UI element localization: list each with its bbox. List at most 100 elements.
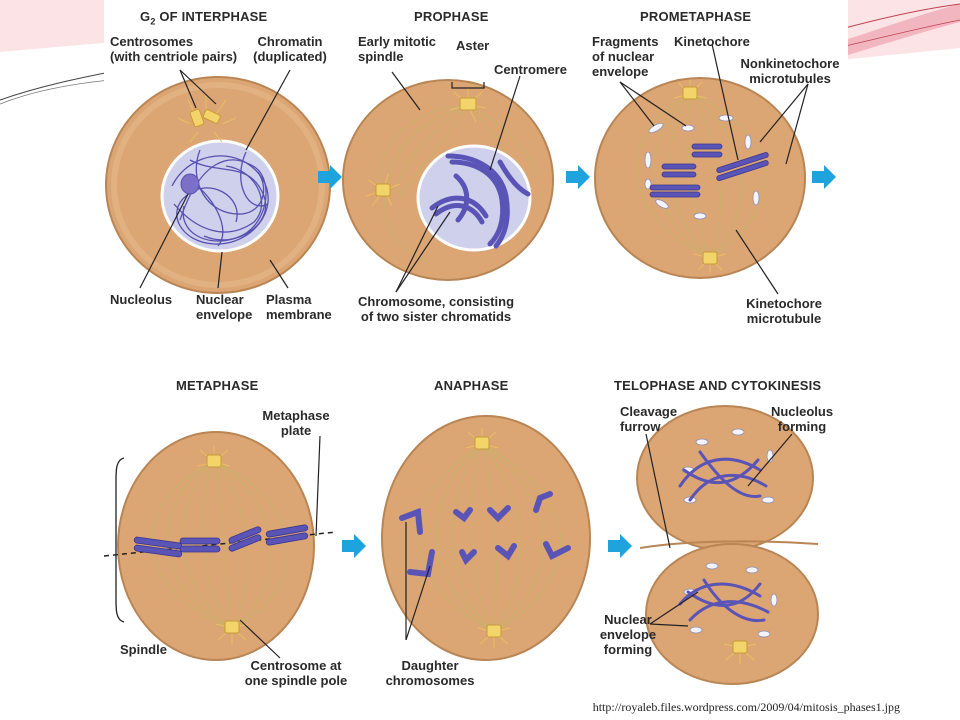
g2-title-rest: OF INTERPHASE: [155, 9, 268, 24]
label-line: forming: [777, 419, 827, 434]
leader-lines: [139, 43, 809, 659]
g2-title-subscript: 2: [150, 16, 156, 27]
prophase-aster-top: [449, 88, 487, 123]
telophase-centrosomes: [723, 640, 757, 664]
label-line: furrow: [620, 419, 661, 434]
anaphase-spindle: [418, 443, 562, 633]
prometaphase-spindle: [636, 93, 765, 259]
prophase-title: PROPHASE: [414, 9, 489, 24]
label-line: Centrosome at: [250, 658, 342, 673]
label-line: Early mitotic: [358, 34, 437, 49]
label-line: microtubule: [746, 311, 822, 326]
telophase-chromatin: [678, 450, 770, 623]
label-line: envelope: [599, 627, 657, 642]
g2-nucleus: [160, 139, 280, 253]
prometaphase-cell: [594, 77, 806, 279]
label-line: Kinetochore: [674, 34, 750, 49]
prophase-nucleus: [416, 144, 532, 252]
label-line: membrane: [266, 307, 332, 322]
label-kinetochore: Kinetochore: [674, 34, 750, 49]
anaphase-centrosomes: [465, 428, 511, 648]
label-line: Cleavage: [620, 404, 678, 419]
label-line: (with centriole pairs): [110, 49, 238, 64]
label-line: envelope: [592, 64, 649, 79]
label-aster: Aster: [456, 38, 489, 53]
anaphase-cell: [381, 415, 591, 661]
label-kinetochore-microtubule: Kinetochore microtubule: [736, 296, 832, 326]
label-nucleolus-forming: Nucleolus forming: [762, 404, 842, 434]
metaphase-title: METAPHASE: [176, 378, 259, 393]
label-centrosome-pole: Centrosome at one spindle pole: [238, 658, 354, 688]
label-early-spindle: Early mitotic spindle: [358, 34, 436, 64]
arrow-icon: [812, 165, 836, 189]
label-line: Plasma: [266, 292, 312, 307]
phase-arrows: [318, 165, 836, 558]
metaphase-chromosomes: [133, 524, 309, 558]
telophase-title: TELOPHASE AND CYTOKINESIS: [614, 378, 822, 393]
arrow-icon: [608, 534, 632, 558]
label-plasma-membrane: Plasma membrane: [266, 292, 332, 322]
label-nucleolus: Nucleolus: [110, 292, 172, 307]
label-line: plate: [280, 423, 312, 438]
anaphase-title: ANAPHASE: [434, 378, 509, 393]
label-line: envelope: [196, 307, 253, 322]
label-line: Spindle: [120, 642, 167, 657]
label-cleavage-furrow: Cleavage furrow: [620, 404, 677, 434]
label-line: (duplicated): [253, 49, 327, 64]
label-line: Aster: [456, 38, 490, 53]
label-line: Chromosome, consisting: [357, 294, 515, 309]
label-centrosomes: Centrosomes (with centriole pairs): [110, 34, 237, 64]
label-centromere: Centromere: [494, 62, 567, 77]
label-chromosome: Chromosome, consisting of two sister chr…: [346, 294, 526, 324]
label-nonkinetochore: Nonkinetochore microtubules: [736, 56, 844, 86]
aster-bracket: [451, 82, 485, 89]
label-line: Centrosomes: [110, 34, 194, 49]
label-nuclear-envelope: Nuclear envelope: [196, 292, 252, 322]
prophase-aster-left: [365, 173, 401, 207]
label-line: microtubules: [749, 71, 831, 86]
prometaphase-centrosomes: [673, 80, 727, 272]
label-line: Kinetochore: [746, 296, 822, 311]
label-line: Nonkinetochore: [740, 56, 840, 71]
label-line: spindle: [358, 49, 404, 64]
label-line: Fragments: [592, 34, 659, 49]
label-metaphase-plate: Metaphase plate: [256, 408, 336, 438]
prometaphase-chromosomes: [649, 143, 769, 198]
g2-centrosomes: [177, 96, 237, 143]
arrow-icon: [342, 534, 366, 558]
label-nuclear-envelope-forming: Nuclear envelope forming: [590, 612, 666, 657]
prometaphase-title: PROMETAPHASE: [640, 9, 752, 24]
label-line: Nucleolus: [110, 292, 173, 307]
label-fragments: Fragments of nuclear envelope: [592, 34, 658, 79]
g2-title-main: G: [140, 9, 151, 24]
label-line: Centromere: [494, 62, 567, 77]
label-line: of nuclear: [592, 49, 655, 64]
arrow-icon: [566, 165, 590, 189]
label-line: Nuclear: [604, 612, 652, 627]
label-spindle: Spindle: [120, 642, 167, 657]
label-line: one spindle pole: [244, 673, 348, 688]
spindle-bracket: [115, 457, 125, 623]
metaphase-centrosomes: [197, 446, 249, 644]
label-line: chromosomes: [385, 673, 475, 688]
label-line: Daughter: [401, 658, 459, 673]
label-chromatin: Chromatin (duplicated): [250, 34, 330, 64]
prophase-cell: [342, 79, 554, 281]
label-line: of two sister chromatids: [360, 309, 512, 324]
label-line: Chromatin: [257, 34, 323, 49]
metaphase-cell: [103, 431, 337, 661]
g2-title: G2 OF INTERPHASE: [140, 9, 267, 27]
cleavage-furrow: [639, 540, 819, 549]
label-line: forming: [603, 642, 653, 657]
arrow-icon: [318, 165, 342, 189]
g2-nucleolus: [180, 173, 200, 195]
nuclear-envelope-fragments: [644, 114, 760, 220]
label-daughter-chromosomes: Daughter chromosomes: [378, 658, 482, 688]
label-line: Nucleolus: [770, 404, 834, 419]
label-line: Metaphase: [262, 408, 330, 423]
telophase-cells: [636, 405, 819, 685]
g2-interphase-cell: [105, 76, 331, 294]
label-line: Nuclear: [196, 292, 244, 307]
